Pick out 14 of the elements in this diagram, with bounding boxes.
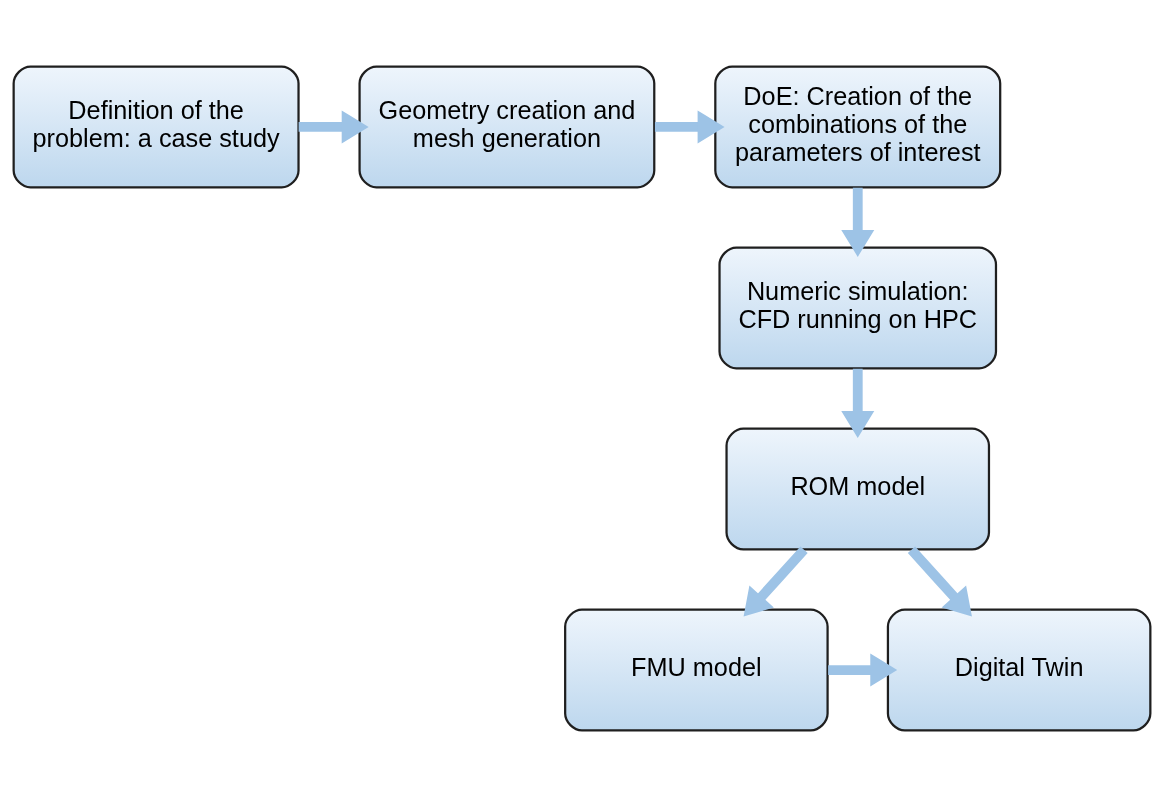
node-box: Definition of the problem: a case study [12,65,300,188]
node-box: ROM model [725,427,991,550]
arrow [743,545,808,617]
node-box: Digital Twin [886,608,1152,731]
arrow [298,109,369,143]
arrow [907,545,972,617]
node-box: DoE: Creation of the combinations of the parameters of interest [714,65,1002,188]
arrow [841,187,875,257]
node-box: Numeric simulation: CFD running on HPC [718,246,998,369]
arrow [654,109,725,143]
arrow [841,368,875,438]
node-box: Geometry creation and mesh generation [358,65,656,188]
arrow [828,653,898,687]
node-box: FMU model [564,608,829,731]
